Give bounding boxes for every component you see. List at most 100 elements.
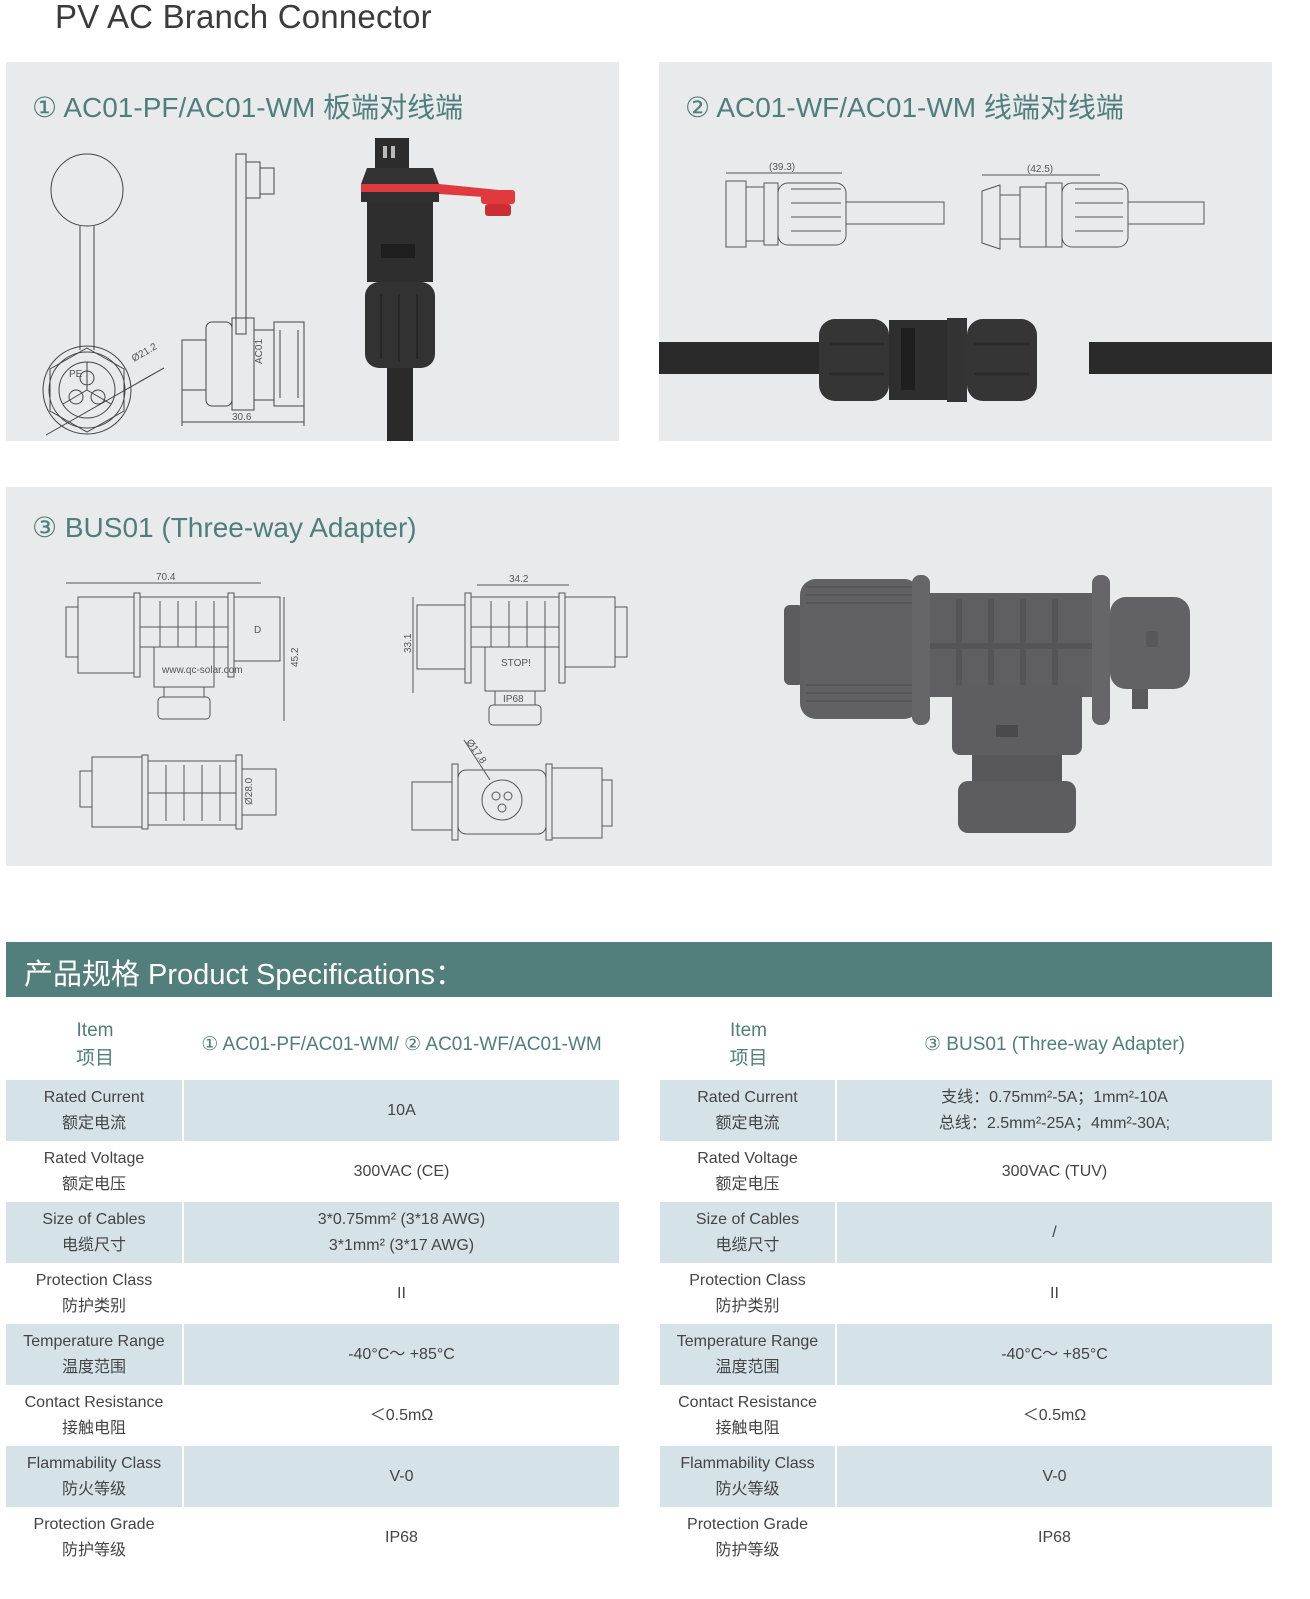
row-value: -40°C～ +85°C — [1001, 1345, 1108, 1363]
row-label-en: Protection Class — [689, 1271, 806, 1289]
dimension-label: 45.2 — [290, 647, 301, 667]
side-view-drawing: AC01 30.6 — [181, 153, 305, 426]
row-label-en: Size of Cables — [695, 1210, 800, 1228]
spec-table-bus01: Item 项目 ③ BUS01 (Three-way Adapter) Rate… — [660, 1010, 1272, 1568]
table-row: Contact Resistance 接触电阻 ＜0.5mΩ — [6, 1385, 619, 1446]
header-item-cn: 项目 — [75, 1048, 114, 1069]
row-label-en: Rated Current — [697, 1088, 798, 1106]
row-value: ＜0.5mΩ — [1022, 1406, 1087, 1424]
dimension-label: 33.1 — [403, 633, 414, 653]
bus01-photo — [784, 575, 1190, 833]
connector-photo — [361, 138, 515, 441]
header-model: ③ BUS01 (Three-way Adapter) — [924, 1034, 1185, 1055]
bus01-bottom-view-drawing: Ø28.0 — [79, 754, 277, 830]
row-label-cn: 温度范围 — [715, 1358, 780, 1376]
row-value: -40°C～ +85°C — [348, 1345, 455, 1363]
row-value: 总线：2.5mm²-25A；4mm²-30A; — [938, 1114, 1171, 1132]
row-value: 3*1mm² (3*17 AWG) — [328, 1236, 475, 1254]
dimension-label: Ø28.0 — [244, 777, 255, 805]
bus01-top-view-drawing: 70.4 45.2 D www.qc-solar.com — [65, 572, 301, 721]
row-label-cn: 防火等级 — [715, 1480, 780, 1498]
inline-connector-photo — [659, 318, 1272, 402]
row-label-cn: 防护等级 — [715, 1541, 780, 1559]
d-label: D — [254, 625, 261, 636]
row-label-cn: 电缆尺寸 — [715, 1236, 780, 1254]
table-row: Size of Cables 电缆尺寸 3*0.75mm² (3*18 AWG) 3… — [6, 1202, 619, 1263]
table-row: Rated Current 额定电流 支线：0.75mm²-5A；1mm²-10A… — [660, 1080, 1272, 1141]
row-label-en: Protection Class — [35, 1271, 153, 1289]
row-label-en: Flammability Class — [26, 1454, 162, 1472]
row-value: ＜0.5mΩ — [369, 1406, 434, 1424]
row-value: 10A — [387, 1101, 416, 1119]
row-label-cn: 额定电压 — [715, 1175, 780, 1193]
dimension-label: 30.6 — [232, 412, 252, 423]
table-row: Protection Class 防护类别 II — [6, 1263, 619, 1324]
page-title: PV AC Branch Connector — [55, 0, 432, 35]
specifications-title: 产品规格 Product Specifications： — [24, 959, 464, 991]
row-label-en: Contact Resistance — [24, 1393, 164, 1411]
table-row: Rated Voltage 额定电压 300VAC (TUV) — [660, 1141, 1272, 1202]
panel-title: ③ BUS01 (Three-way Adapter) — [32, 512, 417, 543]
front-view-drawing: PE Ø21.2 — [42, 153, 165, 436]
header-item-en: Item — [76, 1020, 114, 1041]
table-row: Temperature Range 温度范围 -40°C～ +85°C — [660, 1324, 1272, 1385]
row-value: 300VAC (TUV) — [1001, 1162, 1108, 1180]
panel-ac01-wf: ② AC01-WF/AC01-WM 线端对线端 (39.3) (42.5) — [659, 62, 1272, 441]
row-value: / — [1052, 1223, 1057, 1241]
dimension-label: (42.5) — [1027, 164, 1053, 175]
row-label-cn: 防护类别 — [715, 1297, 780, 1315]
table-row: Flammability Class 防火等级 V-0 — [660, 1446, 1272, 1507]
row-label-en: Size of Cables — [42, 1210, 146, 1228]
table-row: Size of Cables 电缆尺寸 / — [660, 1202, 1272, 1263]
row-label-en: Flammability Class — [680, 1454, 815, 1472]
pe-label: PE — [69, 369, 83, 380]
panel-title: ② AC01-WF/AC01-WM 线端对线端 — [685, 92, 1124, 123]
header-item-cn: 项目 — [729, 1048, 768, 1069]
table-row: Rated Voltage 额定电压 300VAC (CE) — [6, 1141, 619, 1202]
table-row: Temperature Range 温度范围 -40°C～ +85°C — [6, 1324, 619, 1385]
panel-ac01-pf: ① AC01-PF/AC01-WM 板端对线端 PE Ø21.2 — [6, 62, 619, 441]
row-label-en: Rated Voltage — [697, 1149, 798, 1167]
row-label-en: Temperature Range — [676, 1332, 819, 1350]
spec-table-ac01: Item 项目 ① AC01-PF/AC01-WM/ ② AC01-WF/AC0… — [6, 1010, 619, 1568]
row-value: IP68 — [385, 1528, 418, 1546]
row-value: II — [1050, 1284, 1059, 1302]
row-label-cn: 电缆尺寸 — [61, 1236, 126, 1254]
row-label-cn: 防火等级 — [61, 1480, 126, 1498]
panel-bus01: ③ BUS01 (Three-way Adapter) 70.4 45.2 D … — [6, 487, 1272, 866]
bus01-front-view-drawing: Ø17.8 — [411, 737, 613, 841]
row-label-cn: 接触电阻 — [61, 1419, 126, 1437]
row-label-cn: 额定电压 — [61, 1175, 126, 1193]
row-value: 300VAC (CE) — [353, 1162, 450, 1180]
table-row: Protection Class 防护类别 II — [660, 1263, 1272, 1324]
row-label-en: Rated Voltage — [43, 1149, 145, 1167]
row-value: 支线：0.75mm²-5A；1mm²-10A — [941, 1088, 1168, 1106]
row-label-en: Protection Grade — [33, 1515, 155, 1533]
row-label-cn: 防护类别 — [61, 1297, 126, 1315]
dimension-label: 34.2 — [509, 574, 529, 585]
row-value: V-0 — [1042, 1467, 1067, 1485]
row-label-cn: 温度范围 — [61, 1358, 126, 1376]
stop-label: STOP! — [501, 658, 531, 669]
row-label-en: Protection Grade — [687, 1515, 808, 1533]
row-value: 3*0.75mm² (3*18 AWG) — [317, 1210, 486, 1228]
row-label-en: Temperature Range — [23, 1332, 165, 1350]
table-header-row: Item 项目 ① AC01-PF/AC01-WM/ ② AC01-WF/AC0… — [6, 1010, 619, 1080]
row-label-en: Rated Current — [43, 1088, 145, 1106]
header-item: Item 项目 — [660, 1010, 837, 1080]
row-label-cn: 额定电流 — [715, 1114, 780, 1132]
dimension-label: 70.4 — [156, 572, 176, 583]
model-label: AC01 — [254, 339, 265, 364]
table-header-row: Item 项目 ③ BUS01 (Three-way Adapter) — [660, 1010, 1272, 1080]
header-item-en: Item — [730, 1020, 767, 1041]
panel-title: ① AC01-PF/AC01-WM 板端对线端 — [32, 92, 464, 123]
inline-connector-drawings: (39.3) (42.5) — [725, 162, 1205, 250]
row-value: II — [397, 1284, 406, 1302]
dimension-label: Ø17.8 — [464, 737, 489, 766]
header-item: Item 项目 — [6, 1010, 184, 1080]
